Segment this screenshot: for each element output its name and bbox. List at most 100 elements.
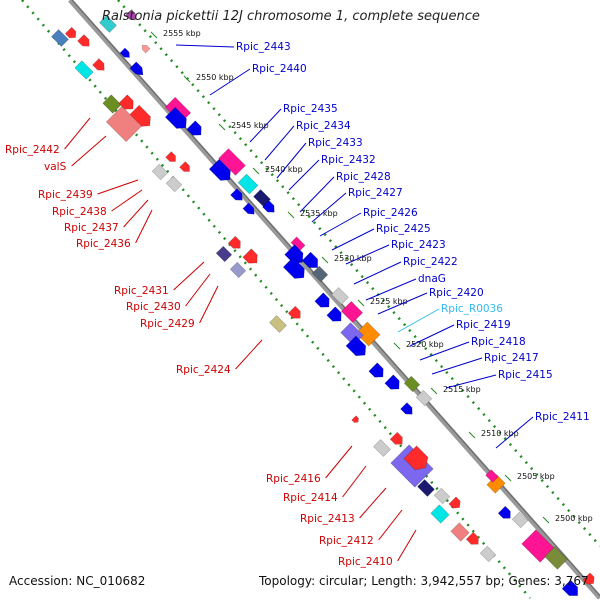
inner-dotted-track bbox=[21, 0, 531, 599]
gene-arrow-forward bbox=[64, 26, 77, 39]
gene-leader-line bbox=[64, 117, 91, 150]
gene-arrow-forward bbox=[282, 256, 305, 279]
tick-label: 2505 kbp bbox=[517, 472, 555, 481]
gene-label-reverse: Rpic_2438 bbox=[52, 206, 107, 218]
gene-leader-line bbox=[419, 341, 470, 361]
gene-leader-line bbox=[445, 374, 497, 389]
accession-label: Accession: NC_010682 bbox=[9, 574, 146, 588]
gene-box bbox=[74, 60, 94, 80]
gene-box bbox=[165, 175, 183, 193]
gene-arrow-forward bbox=[403, 445, 429, 471]
gene-leader-line bbox=[359, 487, 387, 519]
gene-arrow-forward bbox=[561, 579, 578, 596]
gene-label-forward: Rpic_2433 bbox=[308, 137, 363, 149]
gene-arrow-forward bbox=[179, 161, 190, 172]
gene-label-forward: Rpic_2435 bbox=[283, 103, 338, 115]
gene-box bbox=[102, 94, 122, 114]
gene-arrow-forward bbox=[351, 415, 359, 423]
gene-leader-line bbox=[325, 445, 353, 479]
gene-label-reverse: Rpic_2436 bbox=[76, 238, 131, 250]
tick-label: 2550 kbp bbox=[196, 73, 234, 82]
gene-arrow-forward bbox=[186, 120, 202, 136]
gene-box bbox=[340, 300, 364, 324]
gene-box bbox=[373, 439, 391, 457]
tick-mark bbox=[468, 431, 476, 439]
gene-arrow-forward bbox=[230, 188, 243, 201]
gene-label-forward: Rpic_2418 bbox=[471, 336, 526, 348]
gene-label-forward: Rpic_2432 bbox=[321, 154, 376, 166]
gene-arrow-forward bbox=[314, 292, 330, 308]
gene-label-reverse: Rpic_2429 bbox=[140, 318, 195, 330]
gene-box bbox=[237, 173, 259, 195]
tick-mark bbox=[542, 516, 550, 524]
chromosome-backbone bbox=[68, 0, 600, 600]
gene-arrow-forward bbox=[287, 305, 301, 319]
gene-arrow-forward bbox=[242, 248, 258, 264]
tick-label: 2535 kbp bbox=[300, 209, 338, 218]
tick-mark bbox=[393, 342, 401, 350]
map-title: Ralstonia pickettii 12J chromosome 1, co… bbox=[102, 9, 480, 24]
gene-leader-line bbox=[288, 159, 320, 191]
gene-label-reverse: Rpic_2414 bbox=[283, 492, 338, 504]
gene-label-reverse: Rpic_2424 bbox=[176, 364, 231, 376]
gene-box bbox=[51, 29, 69, 47]
gene-leader-line bbox=[249, 108, 282, 143]
tick-mark bbox=[218, 123, 226, 131]
gene-arrow-forward bbox=[465, 531, 479, 545]
gene-leader-line bbox=[345, 244, 390, 265]
gene-arrow-forward bbox=[301, 251, 318, 268]
gene-arrow-forward bbox=[368, 362, 384, 378]
gene-arrow-forward bbox=[448, 496, 461, 509]
gene-label-reverse: Rpic_2416 bbox=[266, 473, 321, 485]
gene-label-forward: Rpic_2415 bbox=[498, 369, 553, 381]
gene-arrow-forward bbox=[384, 374, 400, 390]
gene-arrow-forward bbox=[208, 158, 231, 181]
gene-label-forward: Rpic_2426 bbox=[363, 207, 418, 219]
gene-box bbox=[544, 546, 568, 570]
gene-label-forward: Rpic_2440 bbox=[252, 63, 307, 75]
gene-label-reverse: Rpic_2410 bbox=[338, 556, 393, 568]
tick-mark bbox=[252, 167, 260, 175]
gene-label-forward: Rpic_2411 bbox=[535, 411, 590, 423]
tick-mark bbox=[504, 474, 512, 482]
tick-label: 2510 kbp bbox=[481, 429, 519, 438]
gene-box bbox=[99, 15, 117, 33]
gene-label-forward: Rpic_2423 bbox=[391, 239, 446, 251]
gene-box bbox=[311, 265, 329, 283]
gene-label-reverse: Rpic_2413 bbox=[300, 513, 355, 525]
gene-leader-line bbox=[111, 189, 143, 212]
gene-box bbox=[417, 479, 435, 497]
gene-label-forward: Rpic_2428 bbox=[336, 171, 391, 183]
gene-leader-line bbox=[209, 68, 251, 96]
gene-label-forward: Rpic_2427 bbox=[348, 187, 403, 199]
gene-leader-line bbox=[175, 44, 235, 48]
tick-label: 2555 kbp bbox=[163, 29, 201, 38]
gene-leader-line bbox=[199, 285, 219, 324]
gene-box bbox=[105, 105, 143, 143]
tick-label: 2530 kbp bbox=[334, 254, 372, 263]
gene-arrow-forward bbox=[92, 58, 105, 71]
gene-leader-line bbox=[353, 261, 402, 285]
gene-box bbox=[430, 504, 450, 524]
gene-box bbox=[479, 545, 497, 563]
gene-leader-line bbox=[377, 292, 428, 315]
gene-leader-line bbox=[264, 125, 295, 161]
gene-box bbox=[151, 163, 169, 181]
gene-leader-line bbox=[495, 416, 534, 449]
gene-box bbox=[433, 487, 451, 505]
gene-arrow-forward bbox=[345, 335, 367, 357]
gene-leader-line bbox=[97, 179, 139, 195]
gene-leader-line bbox=[235, 339, 263, 370]
gene-leader-line bbox=[123, 199, 149, 228]
gene-arrow-forward bbox=[242, 202, 255, 215]
gene-leader-line bbox=[135, 209, 153, 244]
gene-leader-line bbox=[431, 357, 483, 375]
gene-label-reverse: Rpic_2442 bbox=[5, 144, 60, 156]
gene-arrow-forward bbox=[164, 106, 187, 129]
gene-label-forward: Rpic_2419 bbox=[456, 319, 511, 331]
gene-arrow-forward bbox=[497, 505, 511, 519]
gene-leader-line bbox=[397, 308, 440, 333]
gene-leader-line bbox=[299, 176, 335, 213]
gene-leader-line bbox=[365, 278, 417, 301]
